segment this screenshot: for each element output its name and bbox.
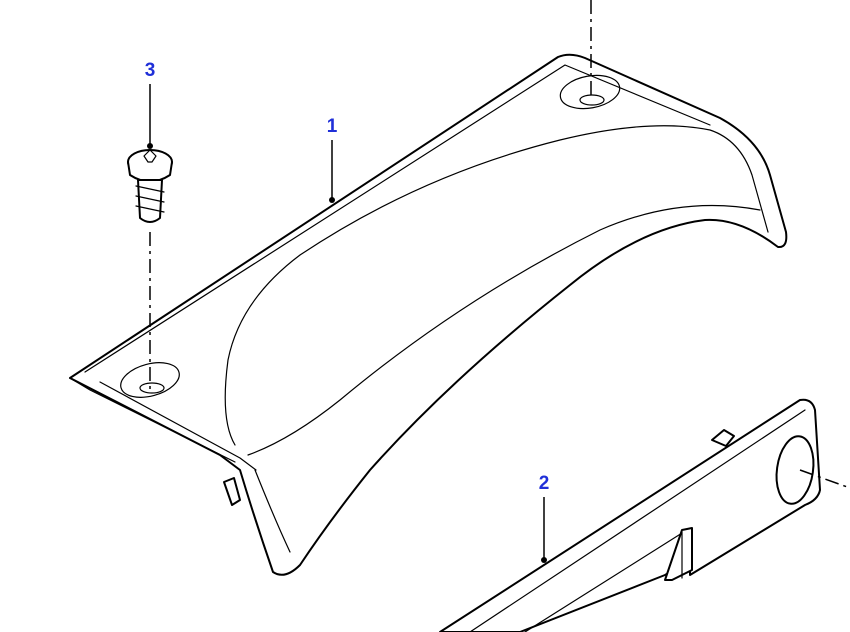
part-2-hole [775, 435, 815, 505]
callout-2-label: 2 [539, 473, 550, 494]
callout-3: 3 [145, 60, 156, 149]
part-2-clip [664, 527, 693, 581]
part-1-cover [69, 53, 788, 576]
mounting-hole-right [559, 74, 621, 110]
part-2-tab [711, 429, 735, 447]
callout-1: 1 [327, 116, 338, 203]
part-2-trim-strip [439, 398, 821, 632]
callout-1-label: 1 [327, 116, 338, 137]
hole-axis-part-2 [799, 469, 850, 489]
mounting-hole-left [120, 362, 180, 398]
callout-3-label: 3 [145, 60, 156, 81]
part-3-screw [127, 149, 173, 223]
part-1-clip [223, 477, 241, 506]
callout-2: 2 [539, 473, 550, 563]
